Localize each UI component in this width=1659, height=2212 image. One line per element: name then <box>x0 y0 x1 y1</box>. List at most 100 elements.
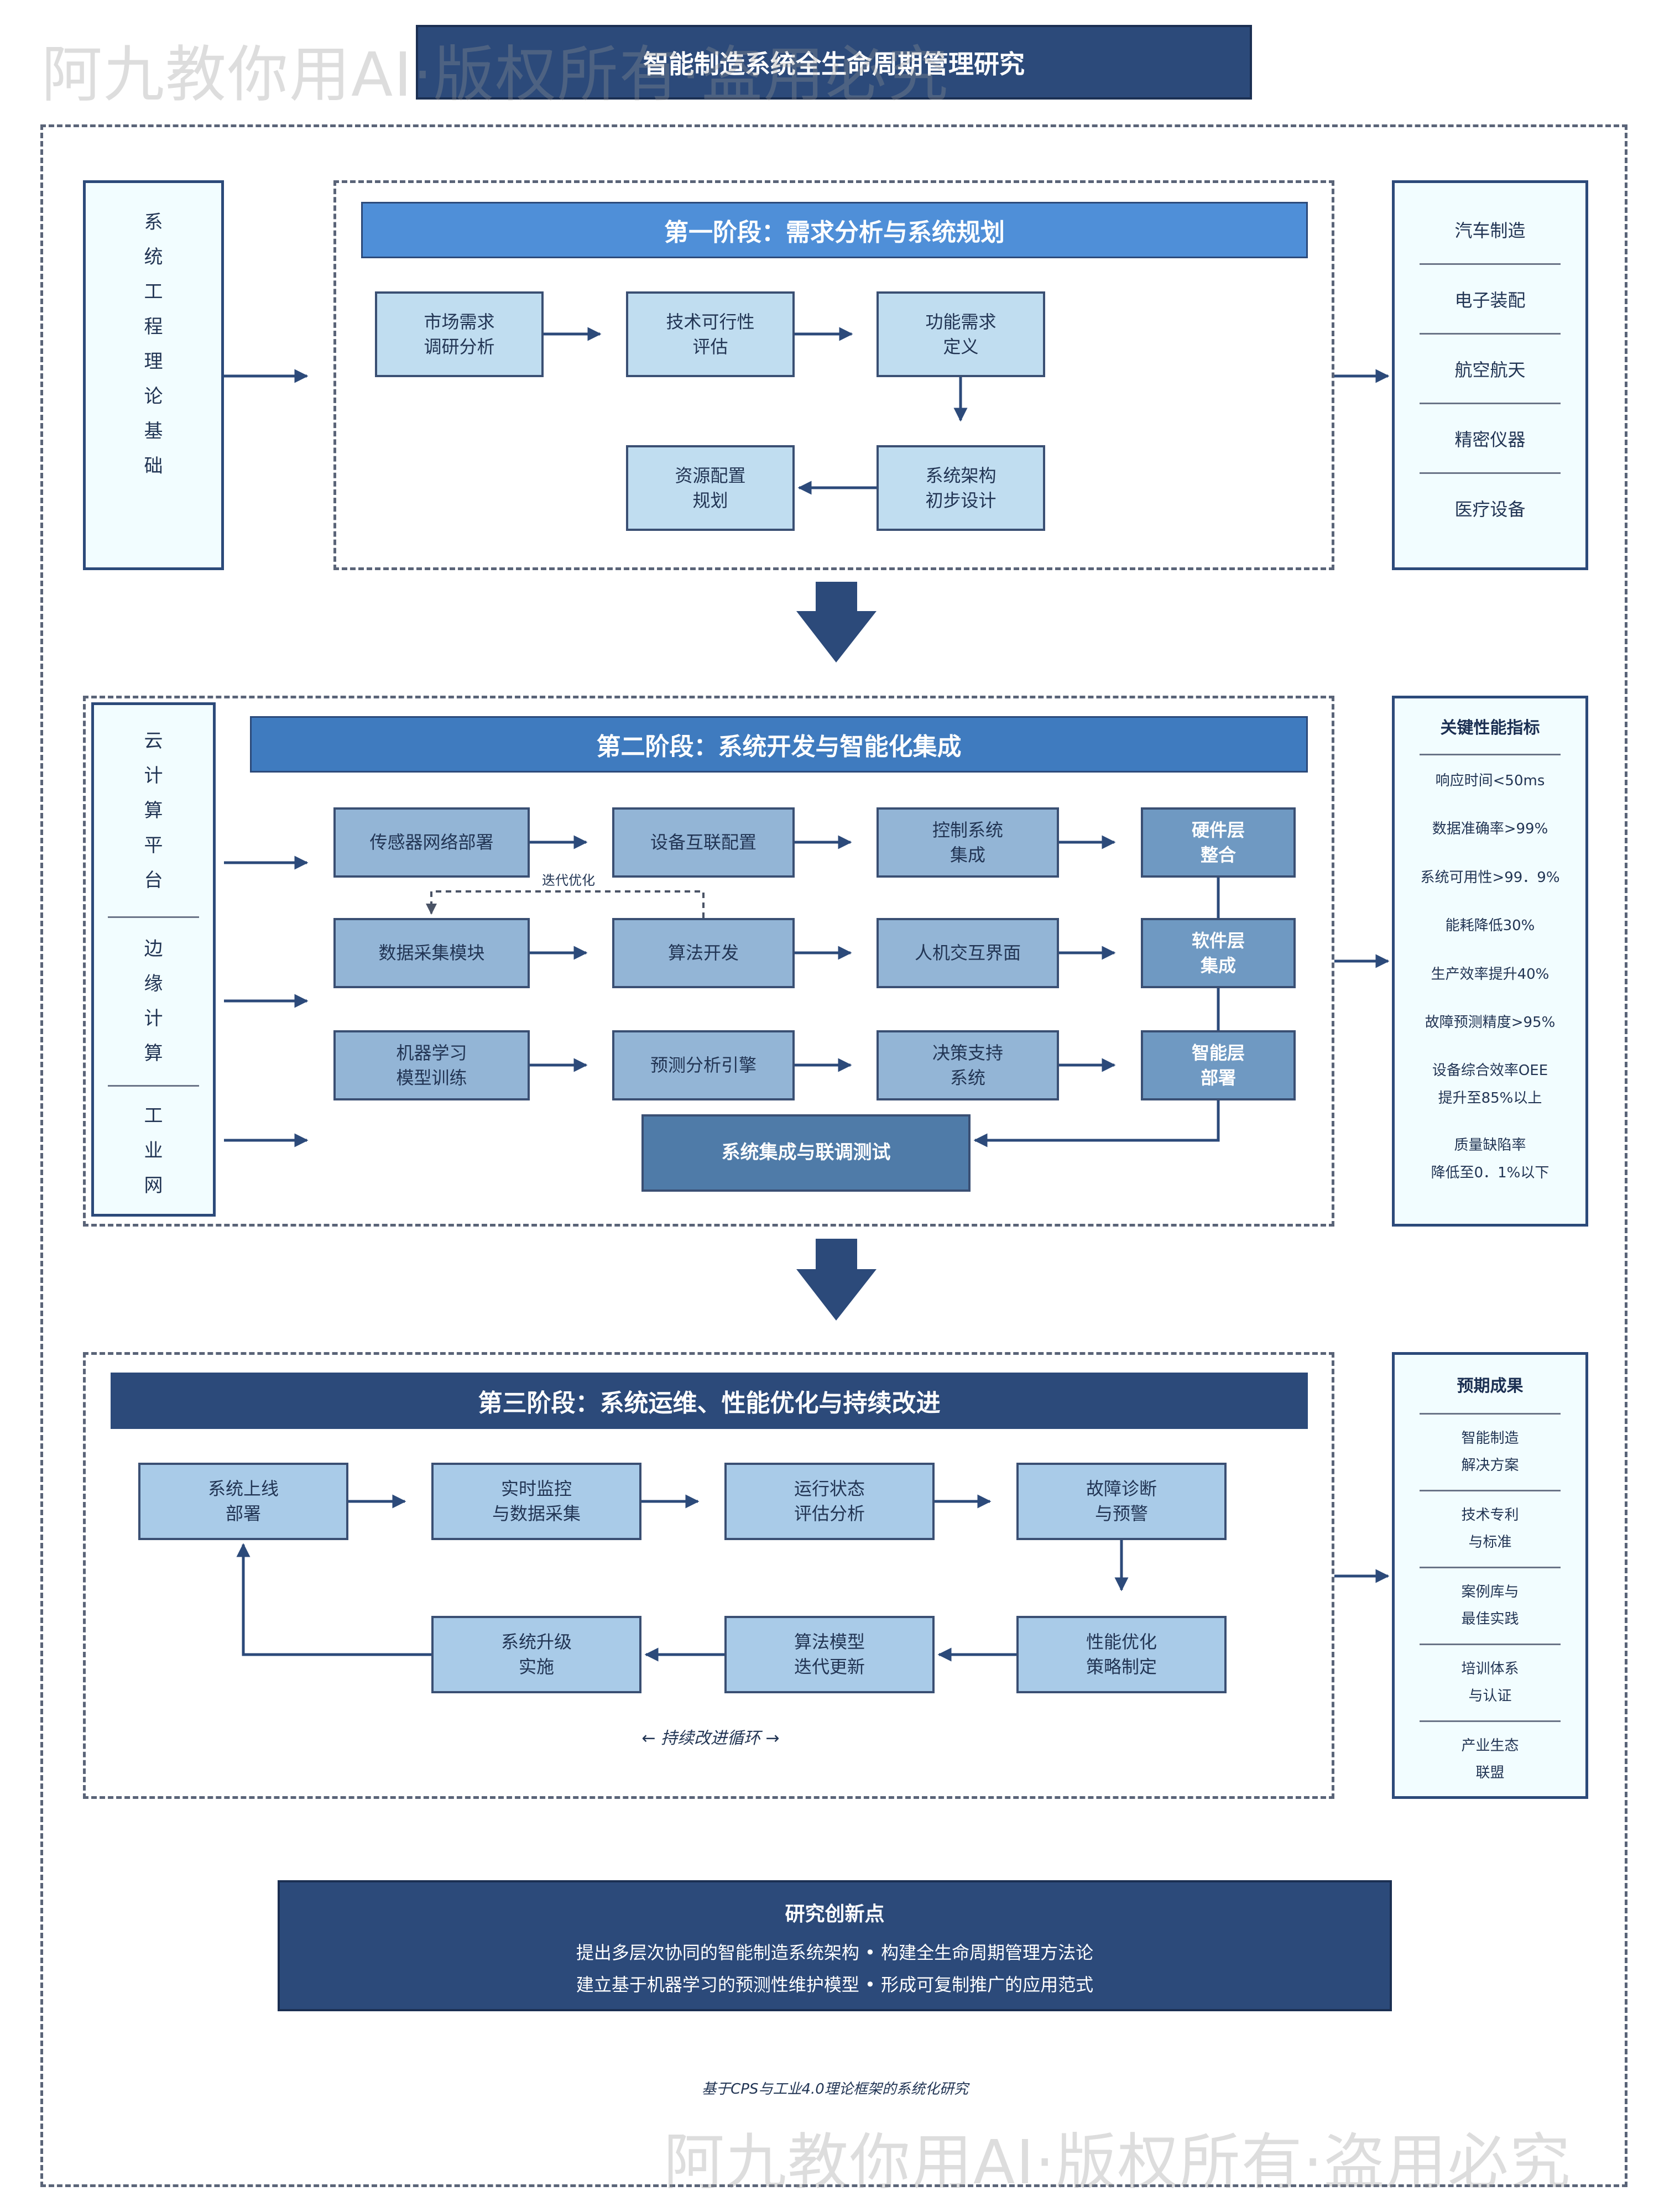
platform-char: 计 <box>144 1008 163 1030</box>
industry-item: 医疗设备 <box>1454 498 1526 520</box>
integration-test-node: 系统集成与联调测试 <box>641 1114 971 1192</box>
stage2-title: 第二阶段：系统开发与智能化集成 <box>250 716 1308 773</box>
kpi-item: 数据准确率>99% <box>1432 821 1548 838</box>
stage2-node-data-acquisition: 数据采集模块 <box>333 918 530 988</box>
kpi-item: 响应时间<50ms <box>1435 773 1545 789</box>
outcome-item: 技术专利 与标准 <box>1461 1506 1519 1551</box>
foundation-char: 工 <box>144 281 163 303</box>
platform-char: 平 <box>144 834 163 857</box>
foundation-char: 基 <box>144 420 163 442</box>
industry-item: 电子装配 <box>1454 289 1526 311</box>
innovation-box: 研究创新点 提出多层次协同的智能制造系统架构 • 构建全生命周期管理方法论 建立… <box>278 1880 1392 2011</box>
foundation-char: 论 <box>144 385 163 408</box>
platforms-list: 云计算平台边缘计算工业网 <box>94 705 213 1215</box>
stage3-node-fault-diagnosis: 故障诊断 与预警 <box>1016 1463 1227 1540</box>
stage1-node-market: 市场需求 调研分析 <box>375 291 544 377</box>
stage2-node-ml-training: 机器学习 模型训练 <box>333 1030 530 1100</box>
kpi-item: 生产效率提升40% <box>1431 966 1550 983</box>
outcome-separator <box>1420 1490 1561 1491</box>
innovation-line1: 提出多层次协同的智能制造系统架构 • 构建全生命周期管理方法论 <box>576 1942 1094 1963</box>
arrow-upgrade-to-deploy <box>236 1543 431 1656</box>
outcome-item: 案例库与 最佳实践 <box>1461 1583 1519 1627</box>
stage3-title: 第三阶段：系统运维、性能优化与持续改进 <box>111 1373 1308 1429</box>
platform-group: 云计算平台 <box>94 705 213 916</box>
platform-char: 工 <box>144 1104 163 1127</box>
outcomes-list: 智能制造 解决方案技术专利 与标准案例库与 最佳实践培训体系 与认证产业生态 联… <box>1395 1415 1585 1797</box>
outcome-item: 培训体系 与认证 <box>1461 1660 1519 1704</box>
stage3-frame <box>83 1352 1334 1799</box>
stage3-node-status-eval: 运行状态 评估分析 <box>724 1463 935 1540</box>
stage2-title-text: 第二阶段：系统开发与智能化集成 <box>596 733 962 761</box>
industry-separator <box>1420 472 1561 474</box>
outcome-item: 产业生态 联盟 <box>1461 1737 1519 1781</box>
foundation-char: 理 <box>144 351 163 373</box>
outcome-item: 智能制造 解决方案 <box>1461 1430 1519 1474</box>
platform-char: 业 <box>144 1139 163 1162</box>
platform-separator <box>108 916 199 918</box>
arrow-iteration-feedback <box>426 890 705 918</box>
outer-frame <box>40 124 1627 2187</box>
outcome-separator <box>1420 1720 1561 1722</box>
industries-panel: 汽车制造电子装配航空航天精密仪器医疗设备 <box>1392 180 1588 570</box>
stage3-node-monitoring: 实时监控 与数据采集 <box>431 1463 641 1540</box>
stage2-node-hmi: 人机交互界面 <box>877 918 1059 988</box>
stage1-node-requirements: 功能需求 定义 <box>877 291 1045 377</box>
page-title-text: 智能制造系统全生命周期管理研究 <box>643 49 1025 79</box>
stage2-node-algorithm-dev: 算法开发 <box>612 918 795 988</box>
stage1-title: 第一阶段：需求分析与系统规划 <box>361 202 1308 258</box>
kpi-item: 设备综合效率OEE 提升至85%以上 <box>1432 1062 1548 1107</box>
watermark-bottom: 阿九教你用AI·版权所有·盗用必究 <box>664 2127 1572 2198</box>
stage1-title-text: 第一阶段：需求分析与系统规划 <box>664 218 1005 247</box>
kpi-item: 能耗降低30% <box>1445 917 1535 935</box>
stage2-node-control-system: 控制系统 集成 <box>877 807 1059 878</box>
stage-arrow-1-to-2 <box>796 582 877 662</box>
stage1-node-feasibility: 技术可行性 评估 <box>626 291 795 377</box>
innovation-title: 研究创新点 <box>785 1903 885 1926</box>
platform-group: 工业网 <box>94 1087 213 1215</box>
outcomes-title-separator <box>1420 1413 1561 1415</box>
page-title: 智能制造系统全生命周期管理研究 <box>416 25 1252 100</box>
platforms-panel: 云计算平台边缘计算工业网 <box>91 702 216 1217</box>
stage1-node-resources: 资源配置 规划 <box>626 445 795 531</box>
stage2-node-software-layer: 软件层 集成 <box>1141 918 1296 988</box>
stage3-node-deploy: 系统上线 部署 <box>138 1463 348 1540</box>
stage2-node-intelligence-layer: 智能层 部署 <box>1141 1030 1296 1100</box>
industries-list: 汽车制造电子装配航空航天精密仪器医疗设备 <box>1395 195 1585 542</box>
platform-char: 云 <box>144 729 163 752</box>
platform-char: 计 <box>144 764 163 787</box>
foundation-char: 统 <box>144 246 163 268</box>
outcomes-title: 预期成果 <box>1457 1376 1524 1396</box>
stage2-node-hardware-layer: 硬件层 整合 <box>1141 807 1296 878</box>
kpi-item: 故障预测精度>95% <box>1425 1014 1556 1031</box>
kpi-title: 关键性能指标 <box>1440 718 1540 738</box>
foundation-text: 系统工程理论基础 <box>86 183 221 484</box>
stage3-title-text: 第三阶段：系统运维、性能优化与持续改进 <box>478 1389 941 1417</box>
outcomes-panel: 预期成果 智能制造 解决方案技术专利 与标准案例库与 最佳实践培训体系 与认证产… <box>1392 1352 1588 1799</box>
stage3-node-optimization: 性能优化 策略制定 <box>1016 1616 1227 1693</box>
industry-item: 航空航天 <box>1454 359 1526 380</box>
stage3-node-upgrade: 系统升级 实施 <box>431 1616 641 1693</box>
iteration-label: 迭代优化 <box>542 873 595 888</box>
foundation-panel: 系统工程理论基础 <box>83 180 224 570</box>
stage1-frame <box>333 180 1334 570</box>
stage2-node-decision-support: 决策支持 系统 <box>877 1030 1059 1100</box>
industry-separator <box>1420 263 1561 265</box>
platform-char: 台 <box>144 869 163 891</box>
platform-char: 缘 <box>144 973 163 995</box>
platform-char: 算 <box>144 1042 163 1065</box>
kpi-title-separator <box>1420 754 1561 755</box>
stage2-frame <box>83 696 1334 1227</box>
kpi-item: 质量缺陷率 降低至0．1%以下 <box>1431 1137 1550 1181</box>
stage-arrow-2-to-3 <box>796 1239 877 1321</box>
footer-note: 基于CPS与工业4.0理论框架的系统化研究 <box>702 2080 968 2098</box>
stage2-node-device-interconnect: 设备互联配置 <box>612 807 795 878</box>
platform-char: 算 <box>144 799 163 822</box>
stage2-node-predictive-engine: 预测分析引擎 <box>612 1030 795 1100</box>
platform-separator <box>108 1085 199 1087</box>
innovation-line2: 建立基于机器学习的预测性维护模型 • 形成可复制推广的应用范式 <box>576 1974 1094 1995</box>
foundation-char: 程 <box>144 316 163 338</box>
outcome-separator <box>1420 1567 1561 1568</box>
stage2-node-sensor-network: 传感器网络部署 <box>333 807 530 878</box>
